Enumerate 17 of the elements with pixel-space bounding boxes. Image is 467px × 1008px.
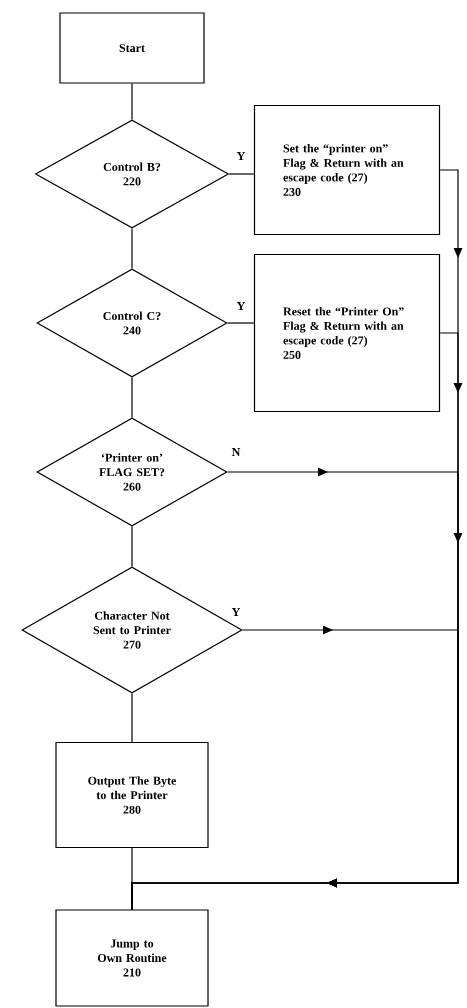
connector-line: [228, 173, 255, 175]
process-box: Set the “printer on” Flag & Return with an escape code (27) 230: [253, 104, 441, 236]
start-box: Start: [59, 12, 205, 84]
arrow: [131, 629, 459, 910]
edge-label: Y: [230, 607, 242, 617]
connector-line: [131, 228, 133, 269]
edge-label: Y: [235, 151, 247, 161]
connector-line: [227, 322, 255, 324]
process-box: Reset the “Printer On” Flag & Return with an escape code (27) 250: [253, 253, 441, 413]
connector-line: [131, 693, 133, 743]
edge-label: N: [230, 447, 242, 457]
edge-label: Y: [235, 301, 247, 311]
connector-line: [131, 83, 133, 120]
connector-line: [131, 377, 133, 418]
terminal-box: Jump to Own Routine 210: [55, 909, 209, 1007]
connector-line: [131, 526, 133, 567]
process-box: Output The Byte to the Printer 280: [55, 741, 209, 849]
